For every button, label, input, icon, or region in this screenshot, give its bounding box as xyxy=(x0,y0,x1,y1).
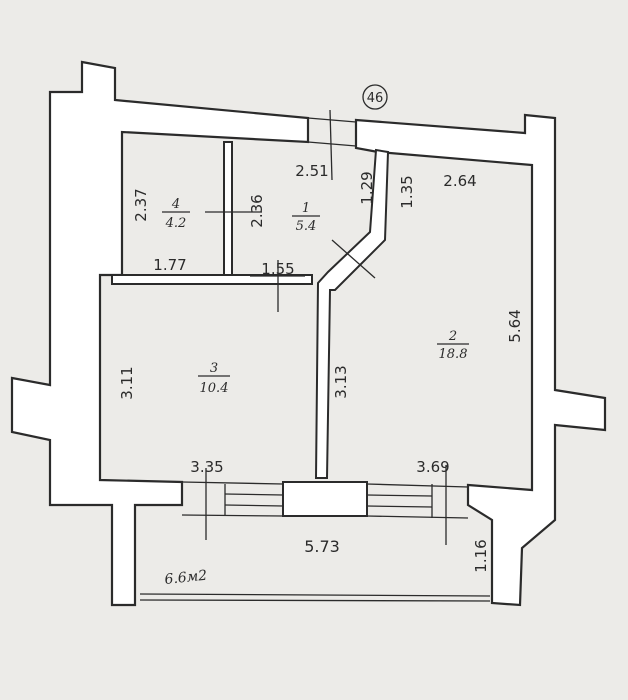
dim-2-51: 2.51 xyxy=(295,162,328,180)
dim-3-11: 3.11 xyxy=(118,366,136,399)
window-left xyxy=(181,468,284,540)
room-4-area: 4.2 xyxy=(165,216,187,231)
balcony-area: 6.6м2 xyxy=(164,568,208,588)
partition-diagonal xyxy=(314,148,390,479)
room-3-area: 10.4 xyxy=(200,381,229,396)
room-4-label: 4 4.2 xyxy=(162,197,190,231)
room-2-number: 2 xyxy=(448,329,457,344)
balcony-rail xyxy=(139,593,491,602)
dim-1-35: 1.35 xyxy=(398,175,416,208)
dim-1-29: 1.29 xyxy=(358,171,376,204)
room-1-area: 5.4 xyxy=(296,219,317,234)
dim-2-64: 2.64 xyxy=(443,172,476,190)
dim-2-37: 2.37 xyxy=(132,188,150,221)
room-3-label: 3 10.4 xyxy=(198,361,230,396)
room-3-number: 3 xyxy=(210,361,218,376)
dim-3-69: 3.69 xyxy=(416,458,449,476)
dim-1-55: 1.55 xyxy=(261,260,294,278)
building-number: 46 xyxy=(367,91,384,106)
door-mark-entrance-2 xyxy=(307,117,357,123)
door-mark-entrance xyxy=(329,109,333,181)
partition-horizontal xyxy=(111,274,313,285)
dim-1-77: 1.77 xyxy=(153,256,186,274)
dim-5-73: 5.73 xyxy=(304,537,340,556)
window-right xyxy=(366,465,469,545)
dim-2-36: 2.36 xyxy=(248,194,266,227)
door-mark-entrance-3 xyxy=(307,141,357,147)
wall-top-left xyxy=(10,60,310,607)
dim-3-35: 3.35 xyxy=(190,458,223,476)
room-1-number: 1 xyxy=(302,201,310,216)
dim-1-16: 1.16 xyxy=(472,539,490,572)
wall-top-right xyxy=(354,113,607,607)
room-1-label: 1 5.4 xyxy=(292,201,320,234)
dim-3-13: 3.13 xyxy=(332,365,350,398)
window-pier xyxy=(282,481,368,517)
room-4-number: 4 xyxy=(171,197,180,212)
dim-5-64: 5.64 xyxy=(506,309,524,342)
door-mark-room2 xyxy=(331,239,376,279)
building-number-circle xyxy=(362,84,388,110)
room-2-area: 18.8 xyxy=(439,347,468,362)
room-2-label: 2 18.8 xyxy=(437,329,469,362)
